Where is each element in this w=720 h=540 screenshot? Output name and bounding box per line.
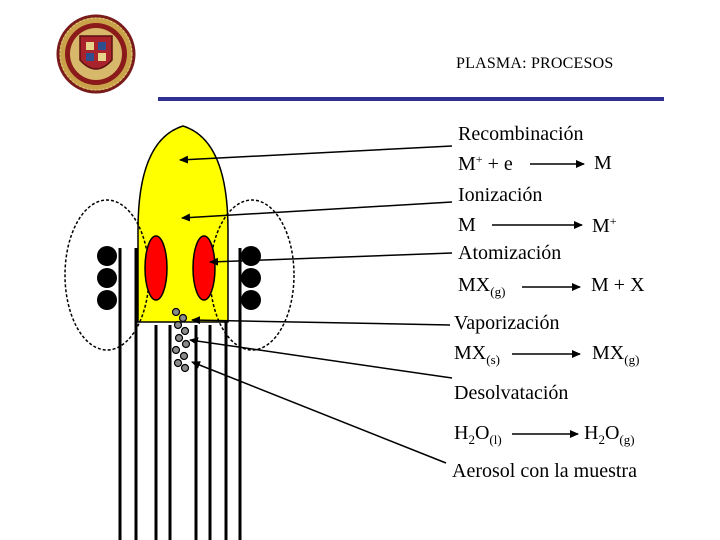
- atomization-product: M + X: [591, 274, 645, 296]
- phase-subscript: (l): [489, 432, 502, 447]
- pointer-lines: [179, 145, 453, 464]
- phase-subscript: (g): [490, 284, 506, 299]
- vaporization-product: MX(g): [592, 343, 639, 366]
- phase-subscript: (g): [619, 432, 635, 447]
- hydrogen-symbol: H: [454, 422, 469, 444]
- desolvation-product: H2O(g): [584, 423, 635, 446]
- title-rule: [158, 97, 664, 101]
- reactant-symbol: MX: [458, 274, 491, 296]
- charge-superscript: +: [609, 214, 617, 228]
- ionization-label: Ionización: [458, 184, 543, 206]
- recombination-label: Recombinación: [458, 123, 584, 145]
- phase-subscript: (g): [624, 352, 640, 367]
- recombination-reactant: M+ + e: [458, 153, 513, 174]
- page-title: PLASMA: PROCESOS: [456, 55, 614, 72]
- aerosol-droplets: [171, 307, 191, 373]
- reaction-arrows: [492, 160, 585, 438]
- product-symbol: MX: [592, 342, 625, 364]
- electron-term: + e: [482, 153, 513, 175]
- atomization-reactant: MX(g): [458, 275, 505, 298]
- phase-subscript: (s): [486, 352, 500, 367]
- aerosol-label: Aerosol con la muestra: [452, 460, 637, 482]
- vaporization-label: Vaporización: [454, 312, 560, 334]
- atom-count-subscript: 2: [468, 432, 475, 447]
- rf-coil: [97, 246, 261, 310]
- university-seal-icon: [56, 14, 136, 94]
- ionization-product: M+: [592, 215, 617, 236]
- atomization-label: Atomización: [458, 242, 562, 264]
- hot-zone-right: [192, 235, 216, 301]
- reactant-symbol: M: [458, 153, 476, 175]
- product-symbol: M: [592, 215, 610, 237]
- recombination-product: M: [594, 152, 612, 174]
- charge-superscript: +: [475, 152, 483, 166]
- ionization-reactant: M: [458, 214, 476, 236]
- desolvation-reactant: H2O(l): [454, 423, 502, 446]
- reactant-symbol: MX: [454, 342, 487, 364]
- hot-zone-left: [144, 235, 168, 301]
- atom-count-subscript: 2: [598, 432, 605, 447]
- hydrogen-symbol: H: [584, 422, 599, 444]
- desolvation-label: Desolvatación: [454, 382, 569, 404]
- oxygen-symbol: O: [474, 422, 490, 444]
- oxygen-symbol: O: [604, 422, 620, 444]
- vaporization-reactant: MX(s): [454, 343, 500, 366]
